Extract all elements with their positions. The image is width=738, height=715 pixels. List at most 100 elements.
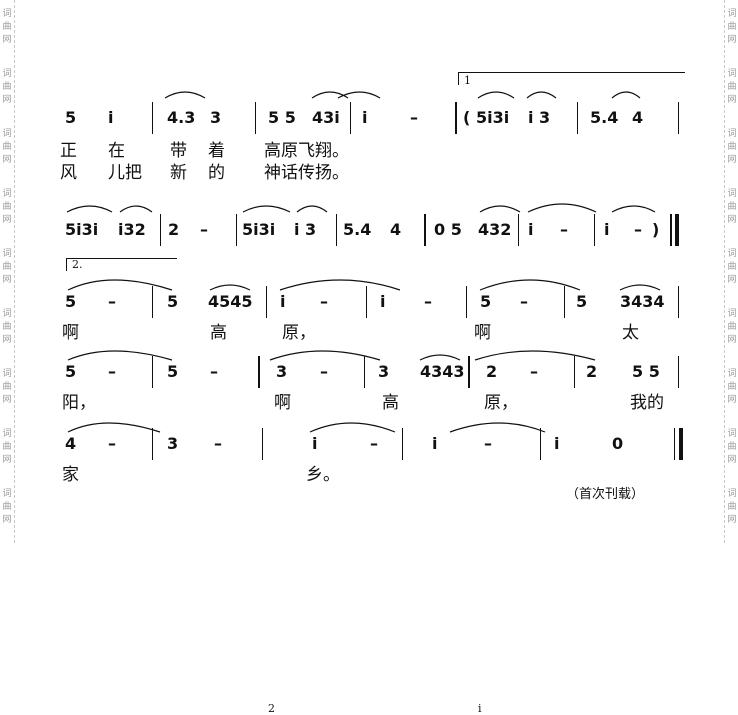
system-3: 5 – 5 4545 i – i – 5 – 5 3434 (0, 282, 738, 322)
note: 3 (210, 108, 222, 127)
lyric: 太 (622, 323, 639, 343)
lyric: 着 (208, 141, 225, 161)
note: 4.3 (167, 108, 196, 127)
note: – (370, 434, 378, 453)
watermark-glyph: 词 (727, 9, 737, 19)
note: 432 (478, 220, 512, 239)
lyric: 新 (170, 163, 187, 183)
note: 4 (632, 108, 644, 127)
watermark-glyph: 词 (2, 309, 12, 319)
note: i (528, 220, 534, 239)
lyric: 儿把 (108, 163, 142, 183)
barline (594, 214, 595, 246)
note: 5 (480, 292, 492, 311)
note: 5 (167, 362, 179, 381)
lyric: 高原飞翔。 (264, 141, 349, 161)
note: – (108, 292, 116, 311)
left-watermark-strip: 词曲网词曲网词曲网词曲网词曲网词曲网词曲网词曲网词曲网 (0, 0, 15, 543)
watermark-glyph: 词 (2, 489, 12, 499)
right-watermark-strip: 词曲网词曲网词曲网词曲网词曲网词曲网词曲网词曲网词曲网 (724, 0, 738, 543)
note: 2 (168, 220, 180, 239)
note: i (362, 108, 368, 127)
barline (424, 214, 426, 246)
note: 2 (486, 362, 498, 381)
watermark-glyph: 网 (2, 155, 12, 165)
note: i 3 (294, 220, 317, 239)
watermark-glyph: 网 (2, 395, 12, 405)
barline (678, 286, 679, 318)
lyrics-line-4: 阳， 啊 高 原， 我的 (60, 392, 700, 414)
watermark-glyph: 曲 (727, 502, 737, 512)
barline (255, 102, 256, 134)
lyric: 我的 (630, 393, 664, 413)
note: 3 (167, 434, 179, 453)
lyric: 啊 (62, 323, 79, 343)
barline (336, 214, 337, 246)
repeat-close: ) (652, 220, 660, 239)
note: 5i3i (242, 220, 276, 239)
watermark-glyph: 曲 (727, 382, 737, 392)
barline (366, 286, 367, 318)
watermark-glyph: 曲 (727, 322, 737, 332)
note: 4343 (420, 362, 465, 381)
note: i (312, 434, 318, 453)
watermark-glyph: 网 (727, 455, 737, 465)
watermark-glyph: 网 (727, 35, 737, 45)
watermark-glyph: 网 (727, 155, 737, 165)
watermark-glyph: 曲 (2, 262, 12, 272)
watermark-glyph: 网 (2, 335, 12, 345)
watermark-glyph: 词 (2, 189, 12, 199)
watermark-glyph: 词 (2, 369, 12, 379)
barline (152, 102, 153, 134)
note: 5.4 (343, 220, 372, 239)
note: – (320, 362, 328, 381)
watermark-glyph: 曲 (2, 502, 12, 512)
volta-label-2: 2. (72, 258, 83, 271)
note: i (604, 220, 610, 239)
barline (564, 286, 565, 318)
lyric: 的 (208, 163, 225, 183)
watermark-glyph: 词 (727, 129, 737, 139)
note: 4545 (208, 292, 253, 311)
note: – (200, 220, 208, 239)
note: 3 (276, 362, 288, 381)
barline (678, 356, 679, 388)
note: 5.4 (590, 108, 619, 127)
barline (236, 214, 237, 246)
watermark-glyph: 曲 (2, 22, 12, 32)
watermark-glyph: 曲 (2, 202, 12, 212)
note: 5 5 (268, 108, 296, 127)
lyric: 原， (282, 323, 316, 343)
lyrics-line-5: 家 乡。 (60, 464, 700, 486)
system-1: 5 i 4.3 3 5 5 43i i – ( 5i3i i 3 5.4 4 (0, 98, 738, 138)
note: 3434 (620, 292, 665, 311)
watermark-glyph: 词 (727, 189, 737, 199)
lyrics-line-3: 啊 高 原， 啊 太 (60, 322, 700, 344)
barline (468, 356, 470, 388)
watermark-glyph: 曲 (2, 142, 12, 152)
watermark-glyph: 词 (2, 429, 12, 439)
barline (152, 286, 153, 318)
lyric: 正 (60, 141, 77, 161)
note: 5i3i (476, 108, 510, 127)
lyric: 乡。 (306, 465, 340, 485)
lyric: 带 (170, 141, 187, 161)
note: – (530, 362, 538, 381)
watermark-glyph: 曲 (727, 82, 737, 92)
volta-label-1: 1 (464, 74, 471, 87)
lyric: 家 (62, 465, 79, 485)
note: 5 (576, 292, 588, 311)
note: i (380, 292, 386, 311)
note: i (280, 292, 286, 311)
watermark-glyph: 词 (2, 69, 12, 79)
watermark-glyph: 网 (727, 395, 737, 405)
note: 5 (65, 362, 77, 381)
watermark-glyph: 网 (2, 35, 12, 45)
lyric: 啊 (274, 393, 291, 413)
note: – (320, 292, 328, 311)
watermark-glyph: 曲 (727, 22, 737, 32)
final-barline (674, 428, 675, 460)
lyric: 高 (382, 393, 399, 413)
note: – (210, 362, 218, 381)
barline (574, 356, 575, 388)
